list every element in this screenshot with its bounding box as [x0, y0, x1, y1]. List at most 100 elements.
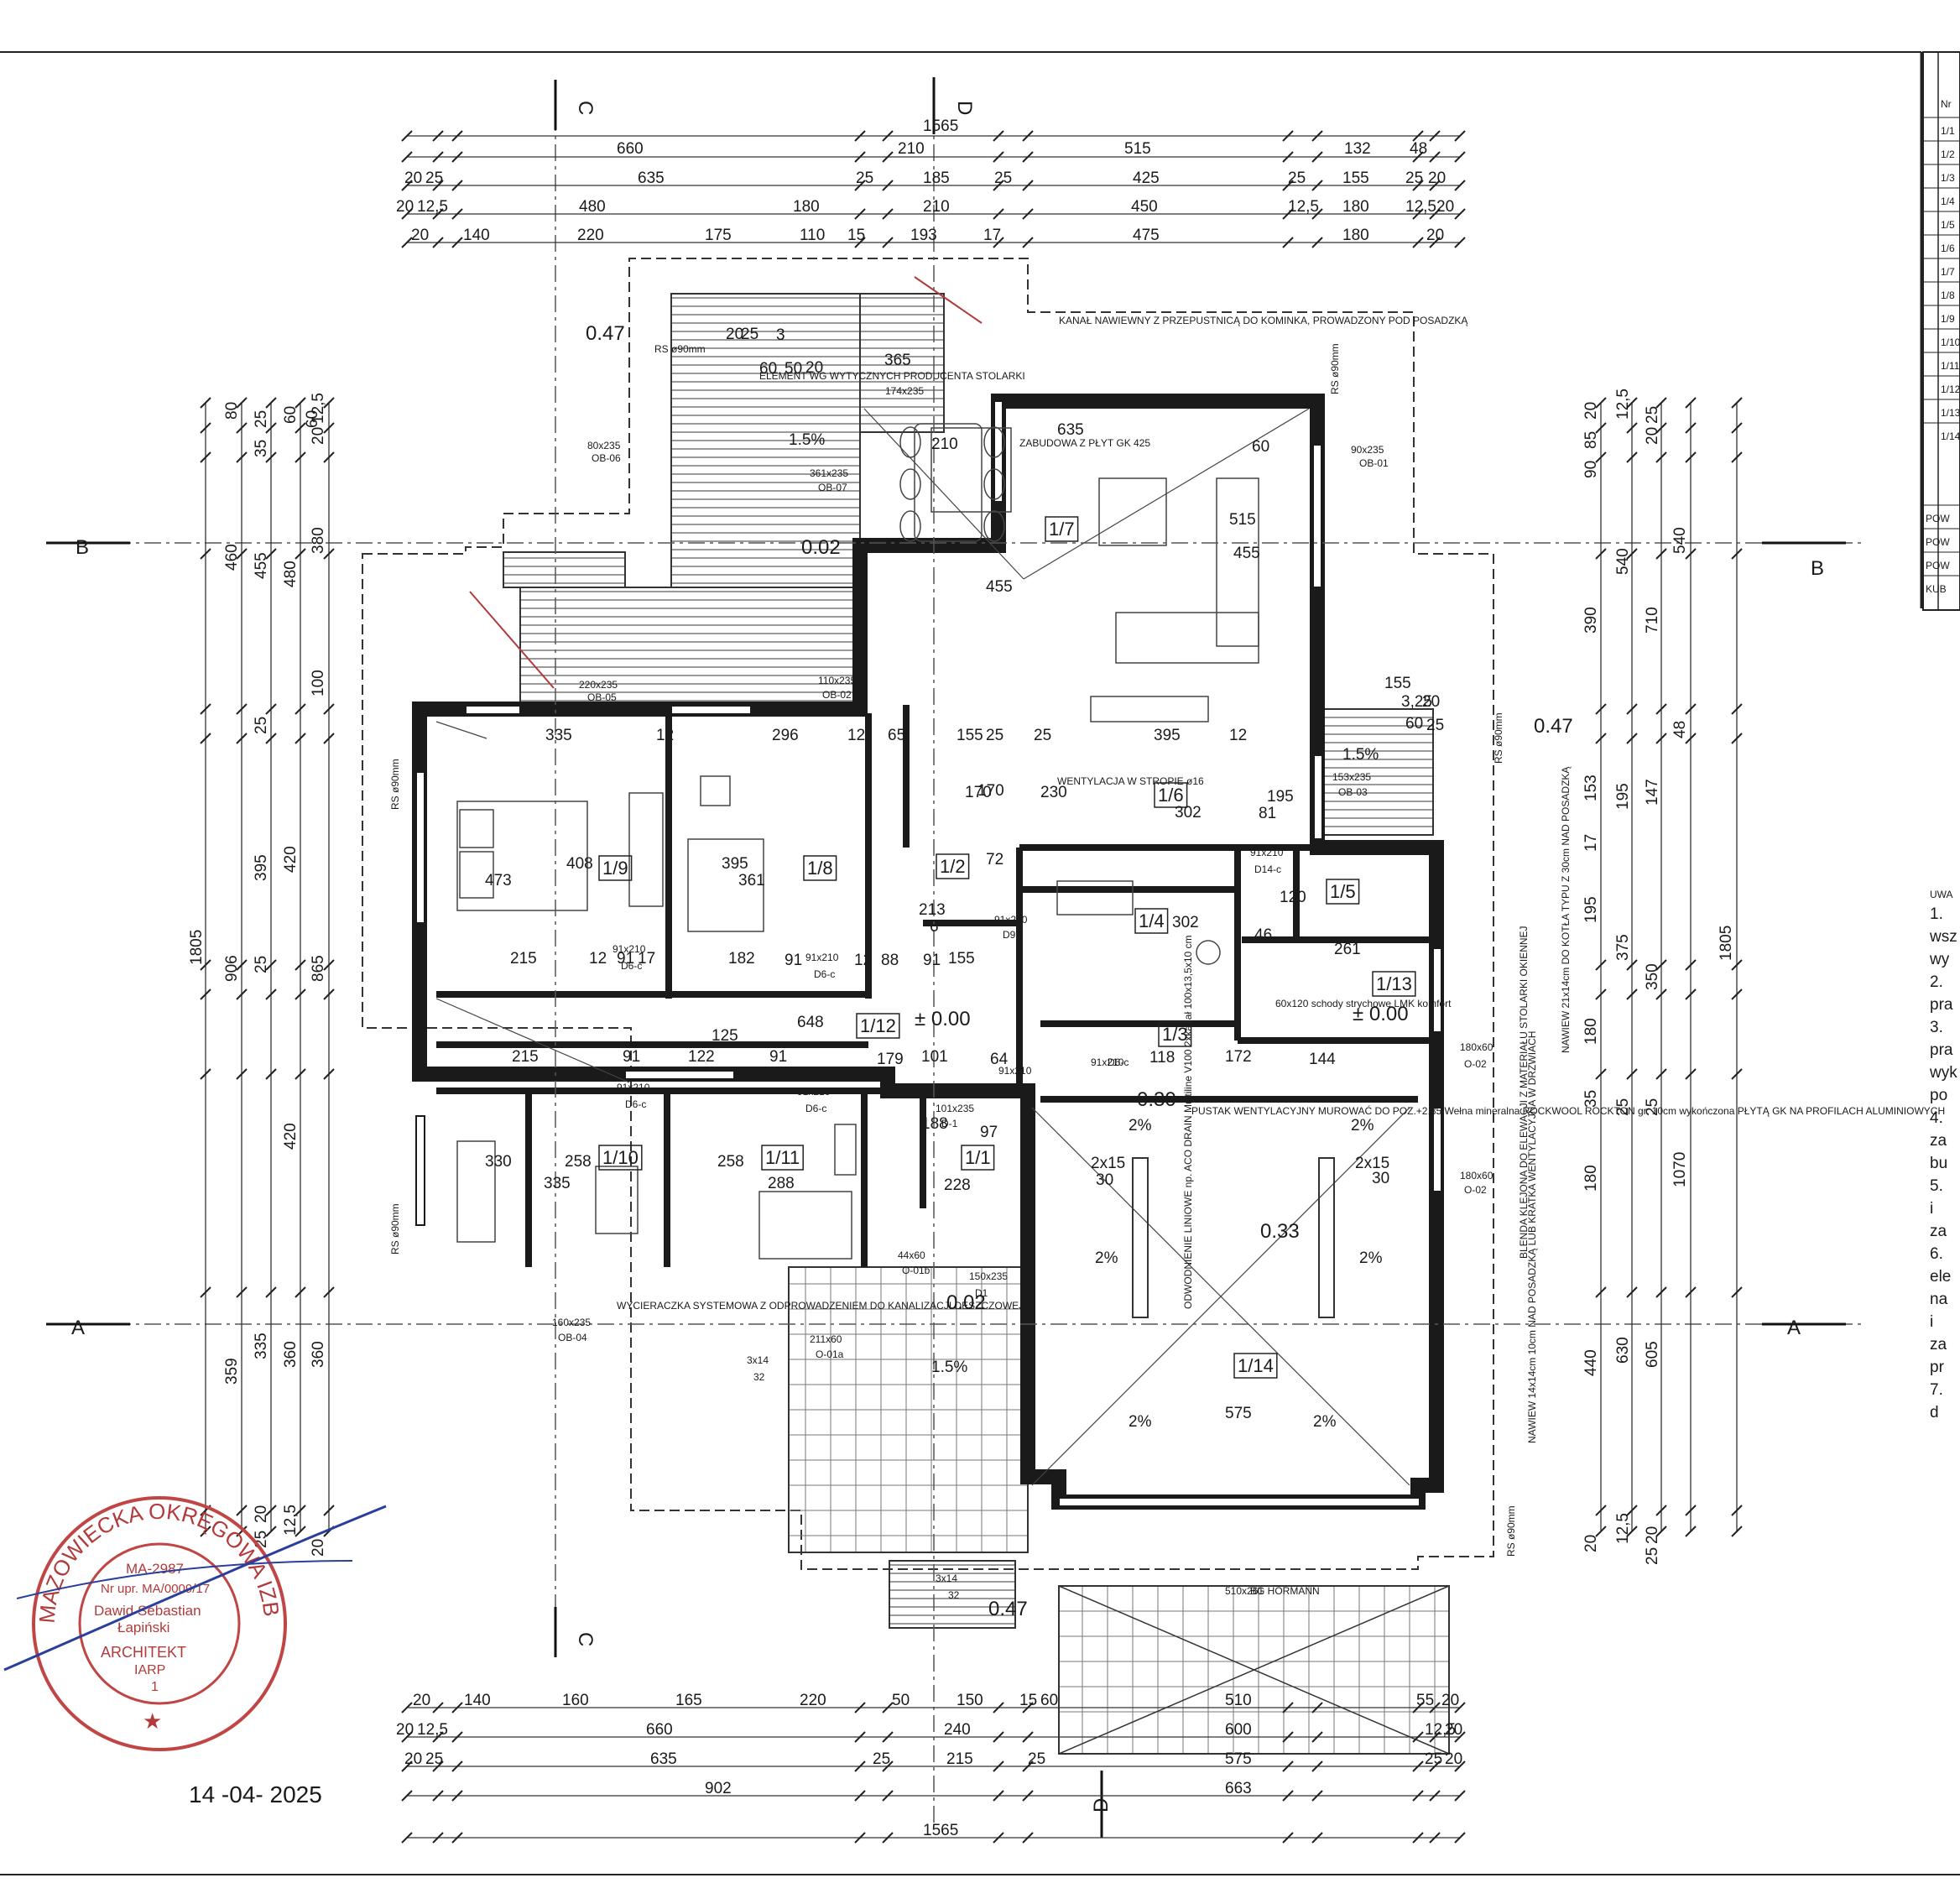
note-line-16: ele [1930, 1268, 1951, 1286]
dim-top-r2-4: 48 [1410, 140, 1427, 158]
interior-dim-72: 60 [1252, 438, 1269, 456]
dim-bot-r3-2: 635 [650, 1750, 677, 1768]
opening-label-16: 80x235 [587, 440, 621, 451]
legend-row-11: 1/12 [1941, 383, 1960, 395]
note-line-4: pra [1930, 996, 1953, 1014]
dim-right-c3-1: 20 [1644, 427, 1661, 445]
top-dimensions: 1565 660 210 515 132 48 20 25 635 25 185… [396, 117, 1454, 244]
note-line-7: wyk [1929, 1064, 1957, 1082]
stamp-title: ARCHITEKT [101, 1644, 186, 1661]
dim-bot-r1-7: 15 [1019, 1692, 1037, 1709]
dim-bot-r1-10: 55 [1416, 1692, 1434, 1709]
dim-top-r4-1: 12,5 [417, 198, 448, 216]
dim-right-c3-6: 605 [1644, 1341, 1661, 1368]
dim-bot-r2-2: 660 [646, 1721, 673, 1739]
right-dimensions: 20 85 90 390 153 17 195 180 35 180 440 2… [1582, 389, 1735, 1565]
garage-drains [1132, 1157, 1335, 1318]
dim-bot-r3-5: 25 [1028, 1750, 1045, 1768]
note-line-1: wsz [1929, 928, 1957, 946]
interior-dim-64: 20 [1422, 693, 1440, 711]
stamp-date: 14 -04- 2025 [189, 1781, 322, 1807]
interior-dim-15: 182 [728, 950, 755, 968]
interior-dim-24: 17 [638, 950, 655, 968]
interior-dim-76: 3 [776, 326, 785, 344]
dim-top-r3-3: 25 [856, 170, 873, 187]
dim-left-c4-1: 480 [282, 561, 300, 587]
stamp-name1: Dawid Sebastian [94, 1603, 201, 1619]
dim-left-c6-0: 60 [304, 410, 321, 428]
windows [415, 400, 1442, 1507]
dim-bot-r1-0: 20 [413, 1692, 430, 1709]
note-line-22: d [1930, 1404, 1939, 1421]
interior-dim-1: 12 [656, 727, 674, 744]
note-rs-4: RS ø90mm [654, 343, 706, 355]
opening-label-10: 91x210 [994, 914, 1028, 926]
dim-top-r4-2: 480 [579, 198, 606, 216]
dim-right-c4-2: 1070 [1671, 1152, 1689, 1187]
dimension-lines [205, 135, 1738, 1839]
dim-top-r4-5: 450 [1131, 198, 1158, 216]
opening-label-44: 32 [753, 1371, 765, 1383]
opening-label-26: OB-01 [1359, 457, 1389, 469]
note-line-12: 5. [1930, 1177, 1943, 1195]
opening-label-38: O-02 [1464, 1184, 1487, 1196]
interior-dim-40: 179 [877, 1051, 904, 1068]
opening-label-33: 211x60 [810, 1333, 842, 1345]
interior-dim-35: 261 [1334, 941, 1361, 958]
interior-dim-39: 648 [797, 1014, 824, 1031]
dim-bot-r3-3: 25 [873, 1750, 890, 1768]
note-wycieraczka: WYCIERACZKA SYSTEMOWA Z ODPROWADZENIEM D… [617, 1300, 1024, 1312]
dim-right-c1-0: 20 [1582, 402, 1600, 420]
opening-label-15: D14-c [1254, 863, 1281, 875]
dim-left-c5-0: 12,5 [310, 393, 327, 424]
interior-dim-20: 155 [948, 950, 975, 968]
dim-right-c4-1: 48 [1671, 721, 1689, 738]
opening-label-22: OB-05 [587, 691, 617, 703]
interior-dim-3: 12 [847, 727, 865, 744]
opening-label-34: O-01a [816, 1348, 844, 1360]
legend-row-7: 1/8 [1941, 289, 1955, 301]
interior-dim-58: 2x15 [1355, 1155, 1389, 1172]
level-garage-drain: 0.33 [1260, 1220, 1300, 1243]
interior-dim-21: 215 [510, 950, 537, 968]
dim-bot-total: 1565 [923, 1822, 958, 1839]
note-line-14: za [1930, 1223, 1947, 1240]
dim-bot-r2-5: 12,5 [1425, 1721, 1456, 1739]
legend-row-13: 1/14 [1941, 430, 1960, 442]
opening-label-23: 110x235 [818, 675, 856, 686]
legend-row-6: 1/7 [1941, 266, 1955, 278]
dim-right-c3-8: 25 [1644, 1547, 1661, 1565]
dim-right-c3-3: 147 [1644, 779, 1661, 806]
dim-bot-r2-4: 600 [1225, 1721, 1252, 1739]
interior-dim-4: 65 [888, 727, 905, 744]
dim-right-c1-6: 195 [1582, 896, 1600, 923]
dim-bot-r3-8: 20 [1445, 1750, 1462, 1768]
interior-dim-77: 50 [785, 360, 802, 378]
opening-label-39: 510x261 [1225, 1585, 1264, 1597]
dim-left-c2-3: 359 [223, 1358, 241, 1385]
level-entry-low: 0.47 [988, 1598, 1028, 1620]
dim-bot-r1-8: 60 [1040, 1692, 1058, 1709]
note-line-6: pra [1930, 1041, 1953, 1059]
note-slope-5: 2% [1359, 1249, 1383, 1267]
room-labels: 1/1 1/2 1/3 1/4 1/5 1/6 1/7 1/8 1/9 1/10… [598, 516, 1416, 1379]
section-label-b-right: B [1811, 557, 1824, 580]
opening-label-43: 3x14 [747, 1354, 769, 1366]
dim-top-r5-9: 180 [1342, 227, 1369, 244]
interior-dim-27: 170 [965, 784, 992, 801]
note-line-11: bu [1930, 1155, 1947, 1172]
dim-bot-r1-1: 140 [464, 1692, 491, 1709]
interior-dim-68: 635 [1057, 421, 1084, 439]
note-line-8: po [1930, 1087, 1947, 1104]
room-1-13: 1/13 [1376, 973, 1412, 994]
stamp-nrupr: Nr upr. MA/0009/17 [101, 1582, 210, 1596]
room-1-4: 1/4 [1139, 910, 1165, 931]
dim-bot-r3-0: 20 [404, 1750, 422, 1768]
dim-bot-r1-11: 20 [1441, 1692, 1459, 1709]
dim-left-c3-7: 20 [253, 1505, 270, 1523]
interior-dim-66: 60 [1405, 715, 1423, 733]
dim-top-r3-4: 185 [923, 170, 950, 187]
opening-label-19: 361x235 [810, 467, 848, 479]
dim-top-r4-9: 20 [1436, 198, 1454, 216]
level-top-left: 0.47 [586, 322, 625, 345]
